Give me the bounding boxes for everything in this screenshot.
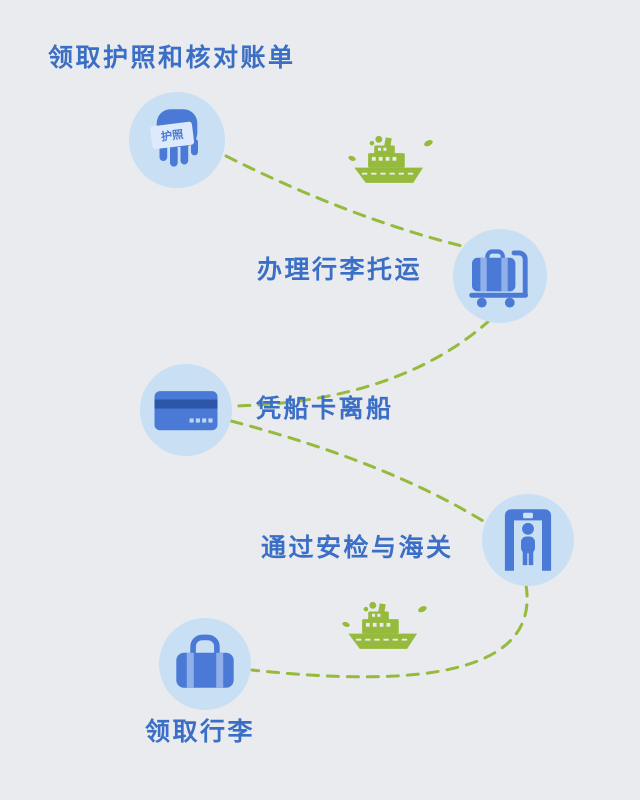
luggage-cart-icon — [469, 249, 528, 308]
step-badge-ship-card — [140, 364, 232, 456]
step-label-ship-card: 凭船卡离船 — [256, 394, 394, 423]
passport-hand-icon: 护照 — [150, 109, 198, 167]
cruise-ship-icon — [348, 134, 434, 189]
passport-card-text: 护照 — [160, 127, 184, 144]
ship-card-icon — [154, 391, 218, 431]
step-badge-passport: 护照 — [129, 92, 225, 188]
route-segment-2 — [232, 318, 492, 408]
step-label-collect-luggage: 领取行李 — [145, 717, 256, 746]
step-badge-luggage-cart — [453, 229, 547, 323]
travel-bag-icon — [176, 634, 234, 688]
route-segment-4 — [250, 583, 529, 679]
step-badge-security-gate — [482, 494, 574, 586]
step-badge-travel-bag — [159, 618, 251, 710]
cruise-ship-icon — [342, 600, 428, 655]
route-segment-3 — [229, 419, 490, 526]
step-label-security-customs: 通过安检与海关 — [261, 533, 454, 562]
route-segment-1 — [224, 154, 464, 248]
step-label-luggage-checkin: 办理行李托运 — [257, 255, 423, 284]
security-gate-icon — [504, 509, 552, 571]
step-label-collect-passport: 领取护照和核对账单 — [48, 43, 296, 72]
